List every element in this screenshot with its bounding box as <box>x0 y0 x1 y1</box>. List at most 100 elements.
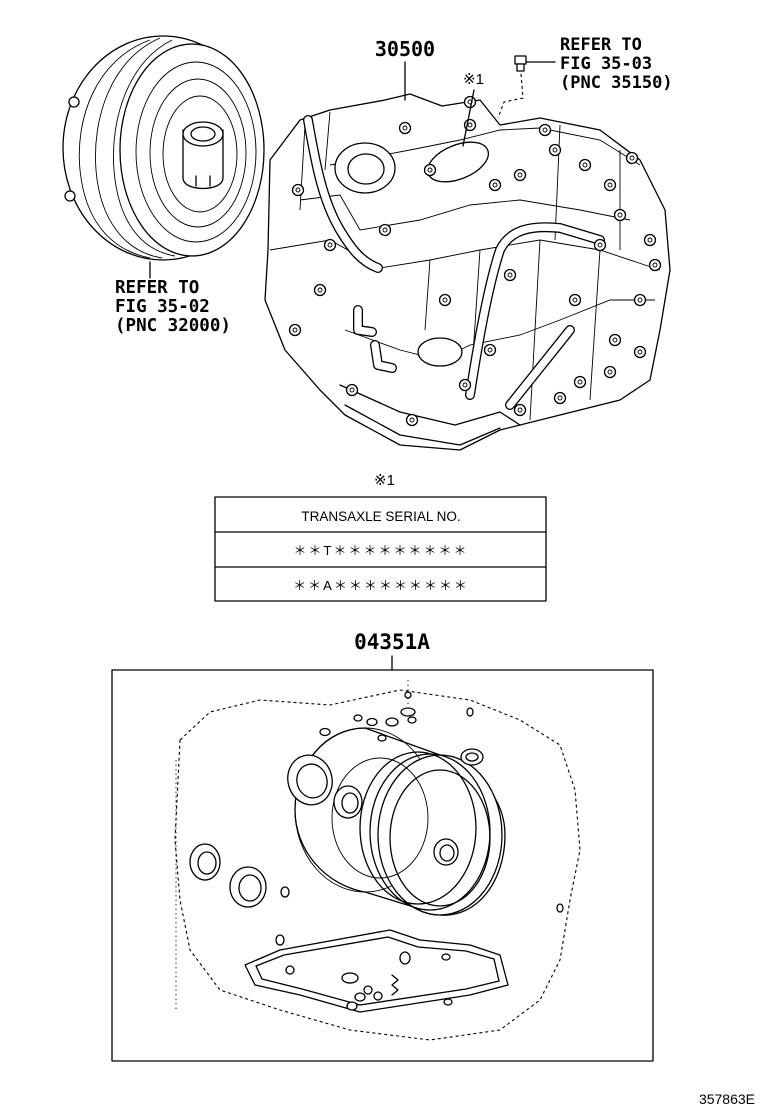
o-ring <box>385 717 399 727</box>
refer-fig-35-03-line3: (PNC 35150) <box>560 73 673 93</box>
oil-seal-front <box>433 838 459 866</box>
bolt-center <box>637 297 643 303</box>
o-ring <box>319 727 331 737</box>
o-ring <box>354 992 366 1002</box>
oil-seal-small-right <box>229 866 267 908</box>
o-ring <box>556 903 564 913</box>
bolt-center <box>572 297 578 303</box>
torque-converter-fin-arc <box>78 39 151 259</box>
bolt-head <box>568 293 582 307</box>
bolt-center <box>292 327 298 333</box>
bolt-head <box>438 293 452 307</box>
oil-seal-top <box>460 748 484 766</box>
bolt-head <box>633 345 647 359</box>
o-ring <box>407 716 417 724</box>
serial-table-frame <box>214 496 547 602</box>
transaxle-control-shaft <box>505 325 575 410</box>
bolt-head <box>488 178 502 192</box>
bolt-head <box>323 238 337 252</box>
oil-seal-large <box>287 754 333 806</box>
torque-converter <box>62 35 265 261</box>
o-ring <box>400 707 416 717</box>
bolt-head <box>603 365 617 379</box>
bolt-center <box>607 182 613 188</box>
o-ring <box>399 951 411 965</box>
bolt-center <box>317 287 323 293</box>
o-ring <box>404 691 412 699</box>
bolt-center <box>517 407 523 413</box>
bolt-center <box>492 182 498 188</box>
o-ring <box>341 972 359 984</box>
o-ring <box>377 734 387 742</box>
bolt-center <box>467 122 473 128</box>
clutch-drum-seal-ring <box>377 754 503 916</box>
refer-fig-35-02-line3: (PNC 32000) <box>115 316 231 336</box>
o-ring <box>280 886 290 898</box>
bolt-head <box>513 168 527 182</box>
bolt-head <box>643 233 657 247</box>
transaxle-output-opening <box>334 142 396 194</box>
bolt-head <box>593 238 607 252</box>
bolt-center <box>507 272 513 278</box>
torque-converter-hub-face <box>182 121 224 147</box>
transaxle-breather-pipe <box>303 115 383 273</box>
plug-body <box>516 63 525 72</box>
transaxle-case-rib <box>299 194 631 231</box>
gasket-kit-frame <box>111 669 654 1062</box>
bolt-head <box>463 95 477 109</box>
serial-table-header: TRANSAXLE SERIAL NO. <box>301 509 460 524</box>
bolt-center <box>517 172 523 178</box>
o-ring <box>441 953 451 961</box>
bolt-head <box>538 123 552 137</box>
bolt-center <box>427 167 433 173</box>
transaxle-case-rib <box>269 239 661 271</box>
torque-converter-hub-bore <box>190 126 216 142</box>
transaxle-bolts <box>288 95 662 427</box>
torque-converter-fin-arc <box>113 39 176 257</box>
transaxle-output-seal <box>347 153 385 185</box>
bolt-center <box>542 127 548 133</box>
bolt-head <box>608 333 622 347</box>
clutch-drum-seal-ring <box>359 751 477 905</box>
bolt-head <box>483 343 497 357</box>
serial-table-note-mark: ※1 <box>374 472 395 489</box>
bolt-center <box>577 379 583 385</box>
gasket-kit-bag-outline <box>174 689 581 1041</box>
transaxle-case-rib <box>344 299 655 361</box>
transaxle-side-opening <box>417 337 463 367</box>
serial-table-row: ＊＊T＊＊＊＊＊＊＊＊＊ <box>294 543 469 558</box>
bolt-center <box>409 417 415 423</box>
serial-table-row: ＊＊A＊＊＊＊＊＊＊＊＊ <box>293 578 469 593</box>
bolt-center <box>462 382 468 388</box>
o-rings <box>275 691 564 1011</box>
bolt-center <box>442 297 448 303</box>
bolt-head <box>633 293 647 307</box>
o-ring <box>363 985 373 995</box>
bolt-center <box>607 369 613 375</box>
bolt-center <box>349 387 355 393</box>
bolt-center <box>612 337 618 343</box>
gasket-kit-contents <box>174 680 581 1041</box>
bolt-head <box>291 183 305 197</box>
bolt-head <box>345 383 359 397</box>
bolt-head <box>553 391 567 405</box>
bolt-center <box>597 242 603 248</box>
bolt-center <box>382 227 388 233</box>
bolt-head <box>573 375 587 389</box>
note-mark-top: ※1 <box>463 71 484 88</box>
transaxle-case-rib <box>299 111 621 250</box>
refer-fig-35-03-line2: FIG 35-03 <box>560 54 652 74</box>
bolt-head <box>578 158 592 172</box>
illustration-number: 357863E <box>699 1091 755 1107</box>
oil-pan-spring-clip <box>391 974 399 996</box>
torque-converter-ring <box>135 61 257 243</box>
bolt-center <box>402 125 408 131</box>
note-mark-leader <box>462 89 475 147</box>
refer-fig-35-02-line1: REFER TO <box>115 278 199 298</box>
torque-converter-ring <box>162 95 238 213</box>
torque-converter-fin-arc <box>95 37 163 259</box>
transaxle-case-rib <box>424 239 601 421</box>
torque-converter-bolt <box>68 96 80 108</box>
oil-pan-gasket-inner <box>255 936 500 1006</box>
